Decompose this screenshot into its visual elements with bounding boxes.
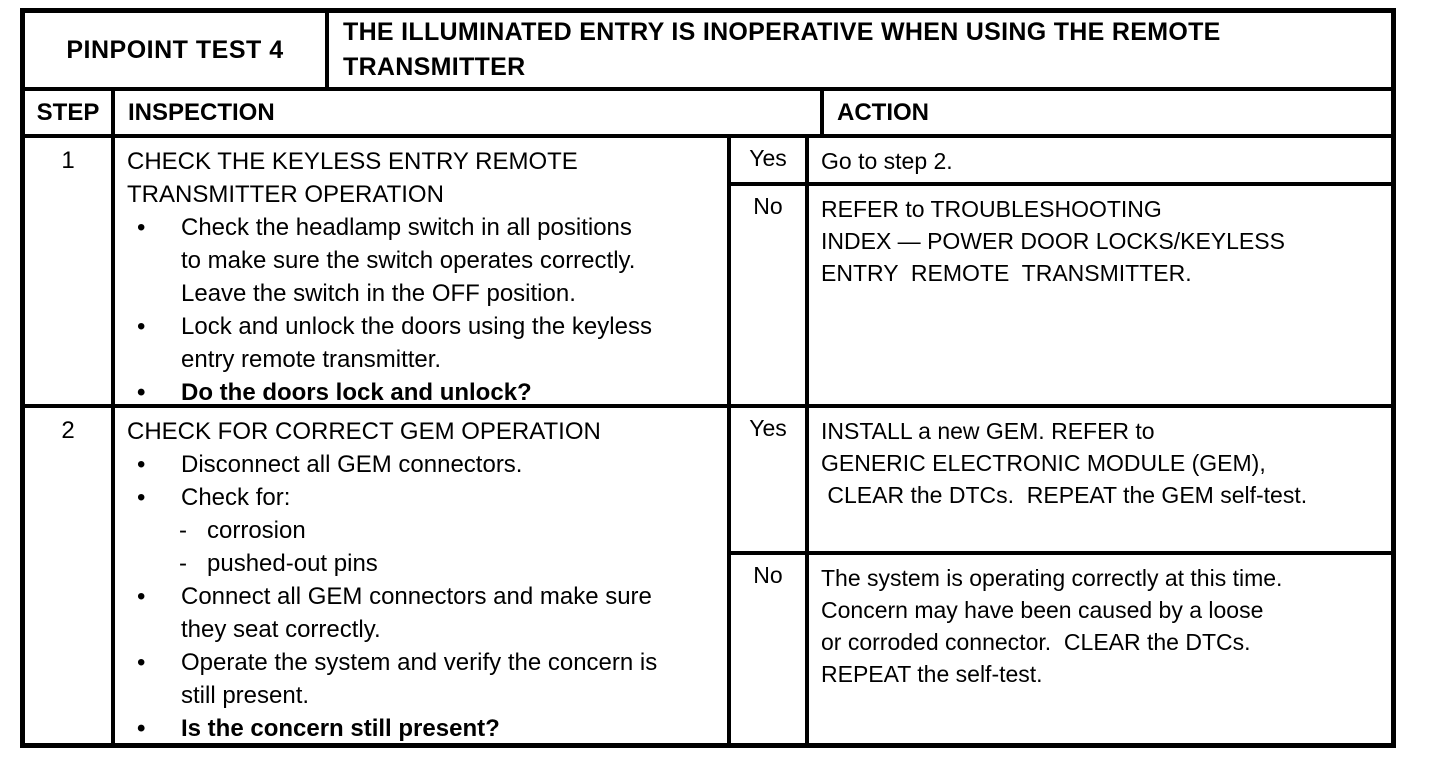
inspection-item: • Is the concern still present? bbox=[115, 712, 727, 745]
bullet-icon: • bbox=[137, 583, 146, 610]
column-header-step: STEP bbox=[25, 91, 115, 134]
bullet-icon: • bbox=[137, 313, 146, 340]
inspection-item-text: Check the headlamp switch in all positio… bbox=[181, 214, 636, 307]
inspection-item-text: Lock and unlock the doors using the keyl… bbox=[181, 313, 652, 373]
bullet-icon: • bbox=[137, 451, 146, 478]
yes-label: Yes bbox=[731, 138, 809, 182]
pinpoint-test-table: PINPOINT TEST 4 THE ILLUMINATED ENTRY IS… bbox=[20, 8, 1396, 748]
inspection-item-text: pushed-out pins bbox=[207, 550, 378, 577]
yes-action-text: Go to step 2. bbox=[821, 148, 953, 174]
bullet-icon: • bbox=[137, 715, 146, 742]
no-label: No bbox=[731, 555, 809, 745]
inspection-item: - pushed-out pins bbox=[115, 547, 727, 580]
no-action-text: The system is operating correctly at thi… bbox=[821, 565, 1283, 687]
bullet-icon: • bbox=[137, 214, 146, 241]
step-row-2: 2 CHECK FOR CORRECT GEM OPERATION • Disc… bbox=[25, 408, 1391, 745]
no-label: No bbox=[731, 186, 809, 404]
inspection-item-list: • Check the headlamp switch in all posit… bbox=[115, 211, 727, 409]
inspection-item: • Check the headlamp switch in all posit… bbox=[115, 211, 727, 310]
inspection-item-text: Connect all GEM connectors and make sure… bbox=[181, 583, 652, 643]
action-cell-group: Yes Go to step 2. No REFER to TROUBLESHO… bbox=[731, 138, 1391, 404]
bullet-icon: - bbox=[179, 550, 187, 577]
no-action-text: REFER to TROUBLESHOOTING INDEX — POWER D… bbox=[821, 196, 1285, 286]
inspection-item-text: Disconnect all GEM connectors. bbox=[181, 451, 523, 478]
bullet-icon: • bbox=[137, 379, 146, 406]
inspection-heading: CHECK THE KEYLESS ENTRY REMOTE TRANSMITT… bbox=[127, 148, 578, 208]
inspection-item-text: Check for: bbox=[181, 484, 291, 511]
inspection-heading: CHECK FOR CORRECT GEM OPERATION bbox=[127, 418, 601, 445]
inspection-item: • Connect all GEM connectors and make su… bbox=[115, 580, 727, 646]
column-header-inspection: INSPECTION bbox=[115, 91, 824, 134]
no-result-row: No REFER to TROUBLESHOOTING INDEX — POWE… bbox=[731, 186, 1391, 404]
yes-label: Yes bbox=[731, 408, 809, 551]
inspection-item-text: Is the concern still present? bbox=[181, 715, 500, 742]
yes-result-row: Yes INSTALL a new GEM. REFER to GENERIC … bbox=[731, 408, 1391, 555]
inspection-item: • Disconnect all GEM connectors. bbox=[115, 448, 727, 481]
inspection-item-text: corrosion bbox=[207, 517, 306, 544]
step-number: 2 bbox=[25, 408, 115, 745]
bullet-icon: • bbox=[137, 649, 146, 676]
pinpoint-test-label: PINPOINT TEST 4 bbox=[25, 13, 329, 87]
bullet-icon: - bbox=[179, 517, 187, 544]
column-header-row: STEP INSPECTION ACTION bbox=[25, 91, 1391, 138]
inspection-item-text: Do the doors lock and unlock? bbox=[181, 379, 532, 406]
no-result-row: No The system is operating correctly at … bbox=[731, 555, 1391, 745]
inspection-item: • Do the doors lock and unlock? bbox=[115, 376, 727, 409]
inspection-item: - corrosion bbox=[115, 514, 727, 547]
inspection-item: • Lock and unlock the doors using the ke… bbox=[115, 310, 727, 376]
inspection-item-text: Operate the system and verify the concer… bbox=[181, 649, 658, 709]
step-number: 1 bbox=[25, 138, 115, 404]
title-row: PINPOINT TEST 4 THE ILLUMINATED ENTRY IS… bbox=[25, 13, 1391, 91]
inspection-cell: CHECK FOR CORRECT GEM OPERATION • Discon… bbox=[115, 408, 731, 745]
inspection-item: • Check for: bbox=[115, 481, 727, 514]
inspection-item-list: • Disconnect all GEM connectors. • Check… bbox=[115, 448, 727, 745]
action-cell-group: Yes INSTALL a new GEM. REFER to GENERIC … bbox=[731, 408, 1391, 745]
yes-result-row: Yes Go to step 2. bbox=[731, 138, 1391, 186]
column-header-action: ACTION bbox=[837, 98, 929, 126]
inspection-cell: CHECK THE KEYLESS ENTRY REMOTE TRANSMITT… bbox=[115, 138, 731, 406]
inspection-item: • Operate the system and verify the conc… bbox=[115, 646, 727, 712]
step-row-1: 1 CHECK THE KEYLESS ENTRY REMOTE TRANSMI… bbox=[25, 138, 1391, 408]
yes-action-text: INSTALL a new GEM. REFER to GENERIC ELEC… bbox=[821, 418, 1308, 508]
bullet-icon: • bbox=[137, 484, 146, 511]
pinpoint-test-description: THE ILLUMINATED ENTRY IS INOPERATIVE WHE… bbox=[343, 18, 1221, 81]
